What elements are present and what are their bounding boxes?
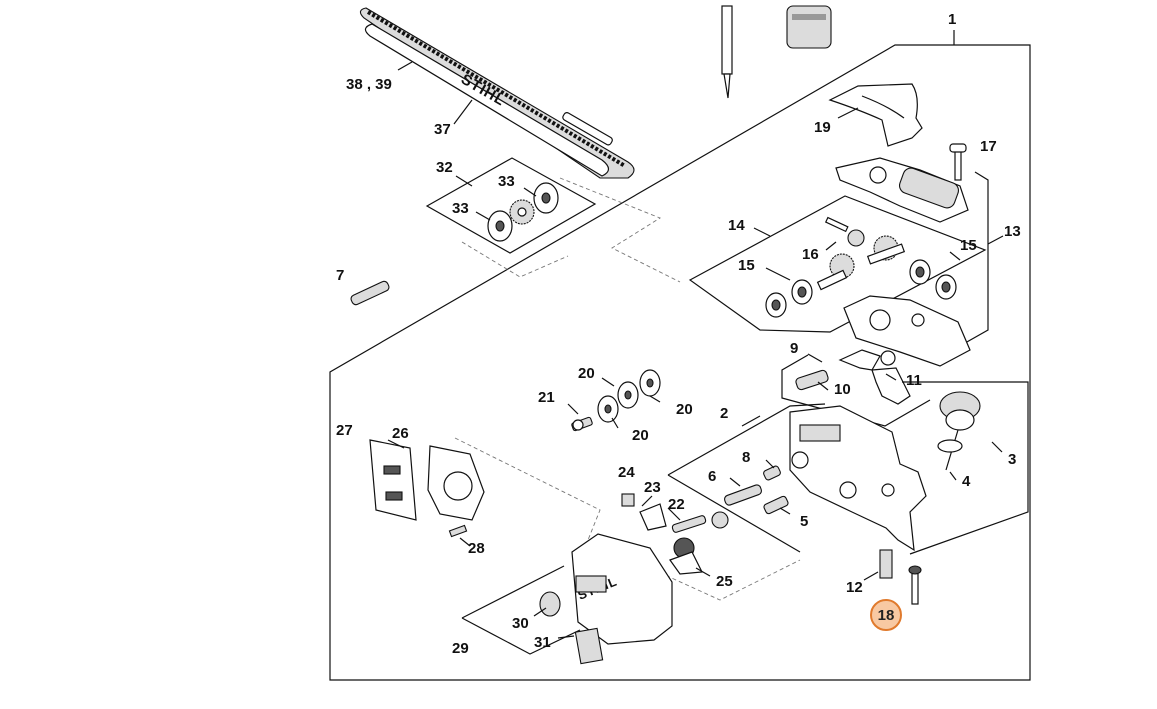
label-6: 6 xyxy=(708,468,716,485)
assembly-outline xyxy=(329,30,1031,681)
label-31: 31 xyxy=(534,634,551,651)
label-38-39: 38 , 39 xyxy=(346,76,392,93)
label-32: 32 xyxy=(436,159,453,176)
part-labels: 1 2 3 4 5 6 7 8 9 10 11 12 13 14 15 15 1… xyxy=(336,11,1021,657)
sleeve-and-screw xyxy=(879,549,922,605)
plate-group xyxy=(369,439,485,538)
tool-lubricant-tube xyxy=(786,5,832,49)
leader-lines xyxy=(455,175,961,639)
label-7: 7 xyxy=(336,267,344,284)
label-3: 3 xyxy=(1008,451,1016,468)
label-10: 10 xyxy=(834,381,851,398)
label-15b: 15 xyxy=(960,237,977,254)
label-14: 14 xyxy=(728,217,745,234)
washer-group xyxy=(571,369,661,432)
gear-housing-group xyxy=(688,83,1004,367)
label-30: 30 xyxy=(512,615,529,632)
sprocket-housing-group xyxy=(667,381,1029,555)
label-1: 1 xyxy=(948,11,956,28)
label-37: 37 xyxy=(434,121,451,138)
label-21: 21 xyxy=(538,389,555,406)
label-16: 16 xyxy=(802,246,819,263)
label-20b: 20 xyxy=(676,401,693,418)
label-33a: 33 xyxy=(498,173,515,190)
side-cover-group: STIHL xyxy=(461,533,673,665)
stud xyxy=(350,280,390,306)
label-23: 23 xyxy=(644,479,661,496)
label-25: 25 xyxy=(716,573,733,590)
label-27: 27 xyxy=(336,422,353,439)
label-18[interactable]: 18 xyxy=(878,607,895,624)
label-8: 8 xyxy=(742,449,750,466)
label-22: 22 xyxy=(668,496,685,513)
label-20a: 20 xyxy=(578,365,595,382)
label-4: 4 xyxy=(962,473,971,490)
label-11: 11 xyxy=(906,372,922,389)
label-13: 13 xyxy=(1004,223,1021,240)
highlight-part-18[interactable]: 18 xyxy=(870,599,902,631)
tool-screwdriver xyxy=(721,5,733,99)
guide-bar-chain: STIHL xyxy=(359,7,635,179)
label-29: 29 xyxy=(452,640,469,657)
label-12: 12 xyxy=(846,579,863,596)
label-19: 19 xyxy=(814,119,831,136)
oil-pump-group xyxy=(781,349,931,427)
tensioner-group xyxy=(454,437,801,601)
label-28: 28 xyxy=(468,540,485,557)
label-17: 17 xyxy=(980,138,997,155)
label-20c: 20 xyxy=(632,427,649,444)
label-26: 26 xyxy=(392,425,409,442)
label-2: 2 xyxy=(720,405,728,422)
label-24: 24 xyxy=(618,464,635,481)
highlight-ring[interactable] xyxy=(870,599,902,631)
label-15a: 15 xyxy=(738,257,755,274)
label-33b: 33 xyxy=(452,200,469,217)
sprocket-kit xyxy=(425,157,597,254)
label-9: 9 xyxy=(790,340,798,357)
label-5: 5 xyxy=(800,513,808,530)
